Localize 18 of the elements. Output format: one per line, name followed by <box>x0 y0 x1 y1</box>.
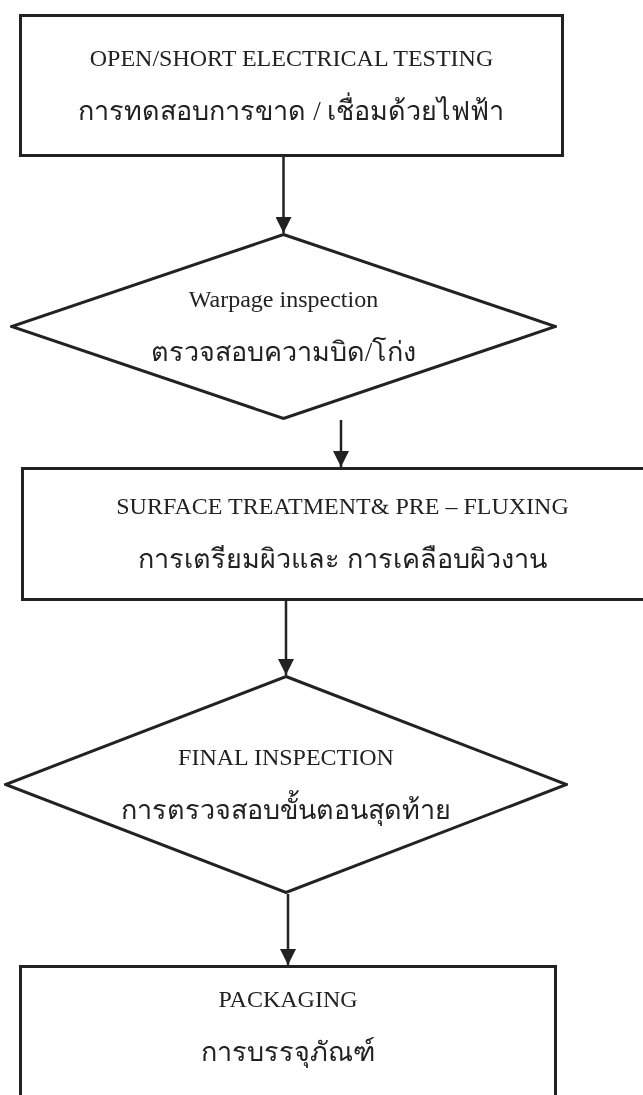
arrow <box>280 894 296 965</box>
decision-diamond <box>10 233 557 420</box>
decision-diamond <box>4 675 568 894</box>
step-title: SURFACE TREATMENT& PRE – FLUXING <box>116 492 569 522</box>
arrow <box>275 157 292 233</box>
step-subtitle: การทดสอบการขาด / เชื่อมด้วยไฟฟ้า <box>78 94 505 128</box>
process-box <box>21 467 643 601</box>
arrow <box>278 601 294 675</box>
process-box <box>19 965 557 1095</box>
arrow <box>333 420 349 467</box>
step-title: Warpage inspection <box>188 284 379 314</box>
step-title: FINAL INSPECTION <box>178 742 394 772</box>
process-box <box>19 14 564 157</box>
step-subtitle: ตรวจสอบความบิด/โก่ง <box>150 335 417 369</box>
step-title: OPEN/SHORT ELECTRICAL TESTING <box>89 43 494 73</box>
step-subtitle: การบรรจุภัณฑ์ <box>201 1035 375 1069</box>
step-title: PACKAGING <box>218 984 358 1014</box>
step-subtitle: การเตรียมผิวและ การเคลือบผิวงาน <box>138 543 547 576</box>
